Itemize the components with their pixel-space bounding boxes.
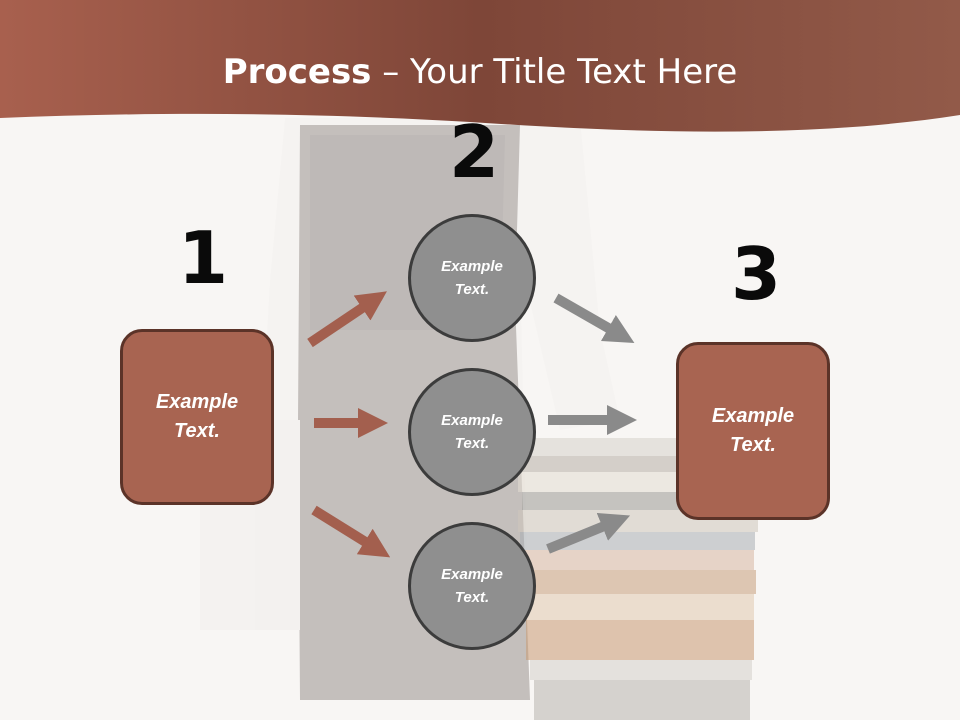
step2-circle-middle: Example Text. — [408, 368, 536, 496]
step1-text-line1: Example — [155, 391, 239, 413]
step3-text-line2: Text. — [730, 434, 776, 456]
step2-circle-bottom: Example Text. — [408, 522, 536, 650]
circle-text-line1: Example — [441, 566, 503, 583]
circle-text-line2: Text. — [454, 589, 490, 606]
step-number-3: 3 — [731, 232, 782, 316]
step2-circle-top: Example Text. — [408, 214, 536, 342]
slide-title: Process – Your Title Text Here — [0, 52, 960, 92]
step3-text-line1: Example — [711, 405, 795, 427]
step1-box: Example Text. — [120, 329, 274, 505]
circle-text-line1: Example — [441, 258, 503, 275]
title-bold: Process — [222, 52, 372, 92]
step1-text-line2: Text. — [174, 420, 220, 442]
circle-text-line2: Text. — [454, 435, 490, 452]
step-number-2: 2 — [449, 110, 500, 194]
step3-box: Example Text. — [676, 342, 830, 520]
circle-text-line2: Text. — [454, 281, 490, 298]
step-number-1: 1 — [178, 216, 229, 300]
circle-text-line1: Example — [441, 412, 503, 429]
title-rest: – Your Title Text Here — [371, 52, 738, 92]
